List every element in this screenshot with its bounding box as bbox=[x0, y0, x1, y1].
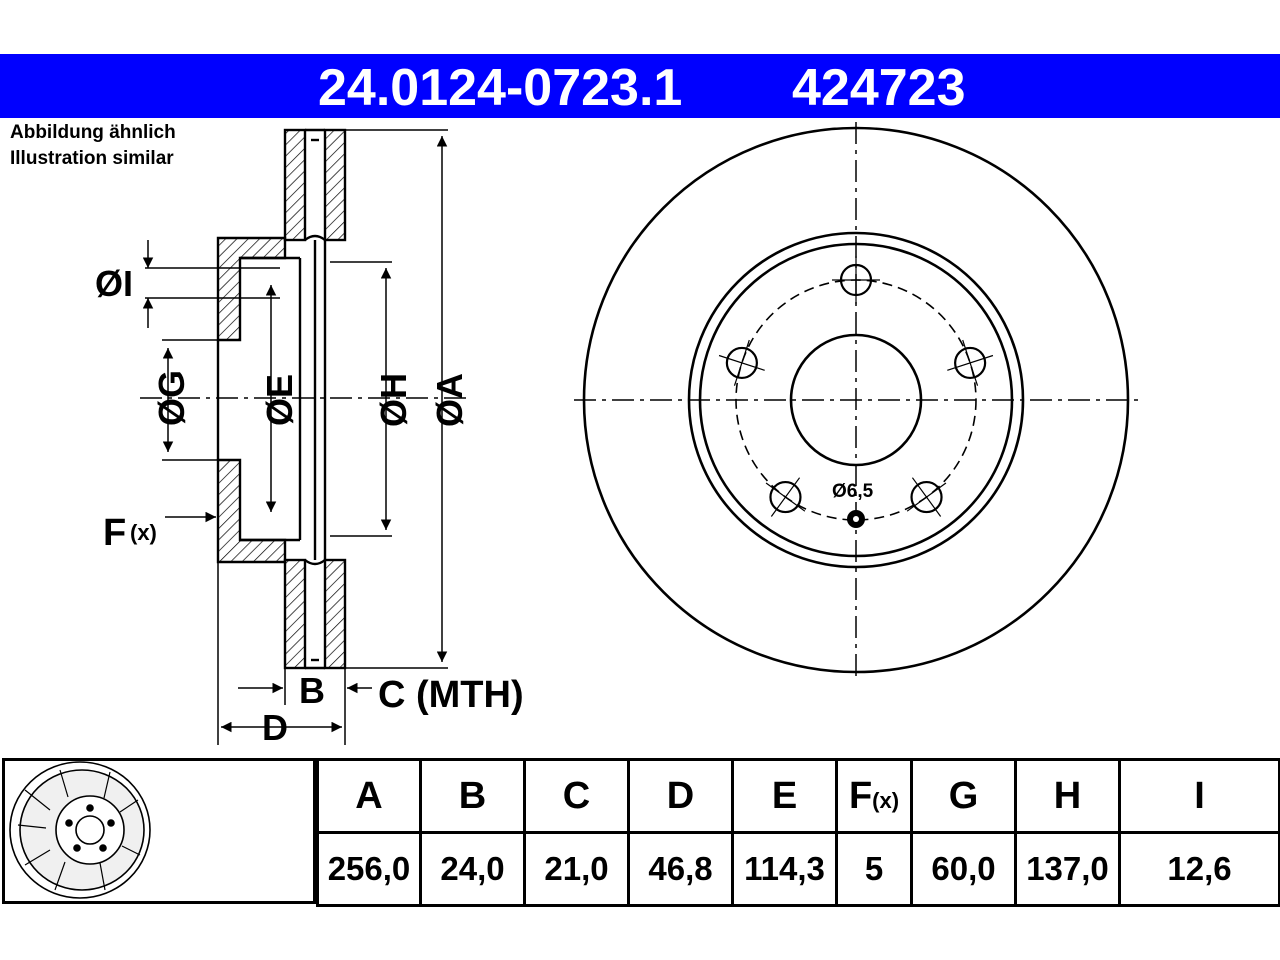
plate-inner-top bbox=[323, 128, 347, 242]
spec-value-C: 21,0 bbox=[523, 831, 630, 907]
label-dim-D: D bbox=[262, 707, 288, 748]
bolt-hole-axis bbox=[765, 482, 806, 512]
part-number: 24.0124-0723.1 bbox=[318, 59, 683, 117]
thumbnail-frame bbox=[2, 758, 316, 904]
label-dim-C: C (MTH) bbox=[378, 674, 524, 716]
bolt-hole-axis bbox=[906, 482, 947, 512]
title-banner: 24.0124-0723.1 424723 bbox=[0, 54, 1280, 118]
plate-outer-bottom bbox=[283, 558, 307, 670]
reference-number: 424723 bbox=[792, 59, 966, 117]
bolt-hole-axis bbox=[733, 339, 750, 386]
thumb-outer bbox=[9, 761, 151, 899]
label-dim-A: ØA bbox=[429, 373, 470, 427]
label-dim-I: ØI bbox=[95, 263, 133, 304]
locator-hole-center bbox=[853, 516, 859, 522]
label-dim-E: ØE bbox=[259, 374, 300, 426]
spec-value-G: 60,0 bbox=[910, 831, 1017, 907]
section-dimensions bbox=[142, 129, 448, 745]
plate-outer-top bbox=[283, 128, 307, 242]
bolt-hole bbox=[954, 346, 987, 380]
illustration-note-de: Abbildung ähnlich bbox=[10, 122, 176, 143]
hat-top bbox=[216, 236, 287, 342]
bolt-hole bbox=[725, 346, 758, 380]
label-dim-F-sub: (x) bbox=[130, 520, 157, 545]
spec-header-D: D bbox=[627, 758, 734, 834]
spec-header-G: G bbox=[910, 758, 1017, 834]
label-dim-H: ØH bbox=[373, 373, 414, 427]
hat-bottom bbox=[216, 458, 287, 564]
section-view bbox=[216, 128, 347, 670]
spec-header-F-cell: F(x) bbox=[835, 758, 913, 834]
spec-header-C: C bbox=[523, 758, 630, 834]
spec-value-H: 137,0 bbox=[1014, 831, 1121, 907]
spec-header-F-sub: (x) bbox=[872, 787, 900, 813]
label-dim-G: ØG bbox=[151, 370, 192, 426]
label-dim-B: B bbox=[299, 670, 325, 711]
spec-header-E: E bbox=[731, 758, 838, 834]
spec-header-A: A bbox=[316, 758, 422, 834]
spec-header-row: A B C D E F(x) G H I bbox=[316, 758, 1280, 834]
spec-header-I: I bbox=[1118, 758, 1280, 834]
spec-value-F: 5 bbox=[835, 831, 913, 907]
plate-inner-bottom bbox=[323, 558, 347, 670]
locator-hole-label: Ø6,5 bbox=[832, 481, 874, 502]
spec-value-B: 24,0 bbox=[419, 831, 526, 907]
spec-header-B: B bbox=[419, 758, 526, 834]
disc-thumbnail bbox=[9, 761, 151, 899]
spec-header-H: H bbox=[1014, 758, 1121, 834]
spec-value-I: 12,6 bbox=[1118, 831, 1280, 907]
spec-value-D: 46,8 bbox=[627, 831, 734, 907]
illustration-note-en: Illustration similar bbox=[10, 148, 174, 169]
label-dim-F: F bbox=[103, 512, 126, 554]
spec-header-F: F bbox=[848, 774, 873, 817]
bolt-hole bbox=[769, 480, 802, 514]
front-view bbox=[574, 122, 1138, 680]
spec-value-row: 256,0 24,0 21,0 46,8 114,3 5 60,0 137,0 … bbox=[316, 831, 1280, 907]
bolt-hole-axis bbox=[962, 339, 979, 386]
spec-value-A: 256,0 bbox=[316, 831, 422, 907]
bolt-hole bbox=[910, 480, 943, 514]
bolt-holes bbox=[718, 256, 994, 517]
spec-value-E: 114,3 bbox=[731, 831, 838, 907]
spec-table: A B C D E F(x) G H I 256,0 24,0 21,0 46,… bbox=[316, 758, 1280, 907]
